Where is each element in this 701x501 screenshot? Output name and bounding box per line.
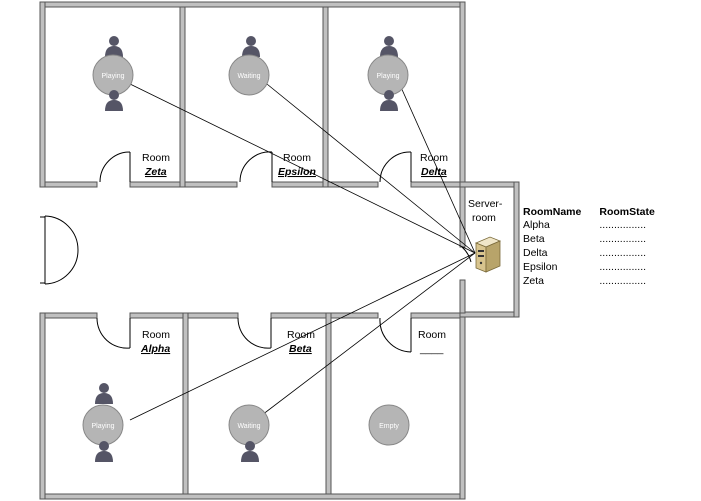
- server-icon: [474, 236, 502, 273]
- legend-header-roomstate: RoomState: [599, 206, 655, 218]
- outer-walls: [39, 1, 520, 500]
- person-icon: [95, 441, 113, 462]
- room-label-zeta: Room: [142, 152, 170, 164]
- person-icon: [380, 36, 398, 57]
- legend-table: RoomName RoomState Alpha ...............…: [523, 206, 673, 289]
- alpha-occupants: [82, 383, 124, 462]
- room-label-empty: Room: [418, 329, 446, 341]
- legend-room-name: Epsilon: [523, 261, 558, 273]
- room-state-legend: RoomName RoomState Alpha ...............…: [523, 206, 673, 289]
- interior-walls: [44, 6, 461, 495]
- table-state-zeta: Playing: [102, 73, 125, 80]
- room-name-alpha: Alpha: [140, 343, 170, 355]
- legend-room-state: ................: [599, 275, 647, 287]
- legend-row: Zeta ................: [523, 275, 673, 289]
- room-name-zeta: Zeta: [144, 166, 167, 178]
- person-icon: [95, 383, 113, 404]
- connection-lines: [127, 79, 476, 421]
- person-icon: [380, 90, 398, 111]
- epsilon-occupants: [228, 36, 270, 96]
- door-arcs: [40, 151, 472, 353]
- server-room-label-1: Server-: [468, 198, 503, 210]
- legend-room-name: Beta: [523, 233, 545, 245]
- legend-row: Epsilon ................: [523, 261, 673, 275]
- legend-room-state: ................: [599, 247, 647, 259]
- legend-room-state: ................: [599, 233, 647, 245]
- room-name-epsilon: Epsilon: [278, 166, 316, 178]
- room-name-delta: Delta: [421, 166, 447, 178]
- delta-occupants: [367, 36, 409, 111]
- person-icon: [242, 36, 260, 57]
- table-state-empty: Empty: [379, 423, 399, 430]
- room-label-beta: Room: [287, 329, 315, 341]
- legend-room-name: Zeta: [523, 275, 545, 287]
- zeta-occupants: [92, 36, 134, 111]
- table-state-delta: Playing: [377, 73, 400, 80]
- server-room-label-2: room: [472, 212, 496, 224]
- empty-room-table: [368, 404, 410, 446]
- table-state-alpha: Playing: [92, 423, 115, 430]
- legend-row: Delta ................: [523, 247, 673, 261]
- legend-room-state: ................: [599, 219, 647, 231]
- room-label-epsilon: Room: [283, 152, 311, 164]
- legend-header-roomname: RoomName: [523, 206, 582, 218]
- person-icon: [105, 90, 123, 111]
- room-label-delta: Room: [420, 152, 448, 164]
- table: [228, 54, 270, 96]
- table-state-epsilon: Waiting: [237, 73, 260, 80]
- beta-occupants: [228, 404, 270, 462]
- person-icon: [241, 441, 259, 462]
- legend-room-name: Alpha: [523, 219, 550, 231]
- legend-row: Beta ................: [523, 233, 673, 247]
- table-state-beta: Waiting: [237, 423, 260, 430]
- room-label-alpha: Room: [142, 329, 170, 341]
- person-icon: [105, 36, 123, 57]
- legend-room-state: ................: [599, 261, 647, 273]
- legend-room-name: Delta: [523, 247, 548, 259]
- room-name-beta: Beta: [289, 343, 312, 355]
- table: [368, 404, 410, 446]
- legend-row: Alpha ................: [523, 219, 673, 233]
- room-name-empty: ____: [419, 343, 444, 355]
